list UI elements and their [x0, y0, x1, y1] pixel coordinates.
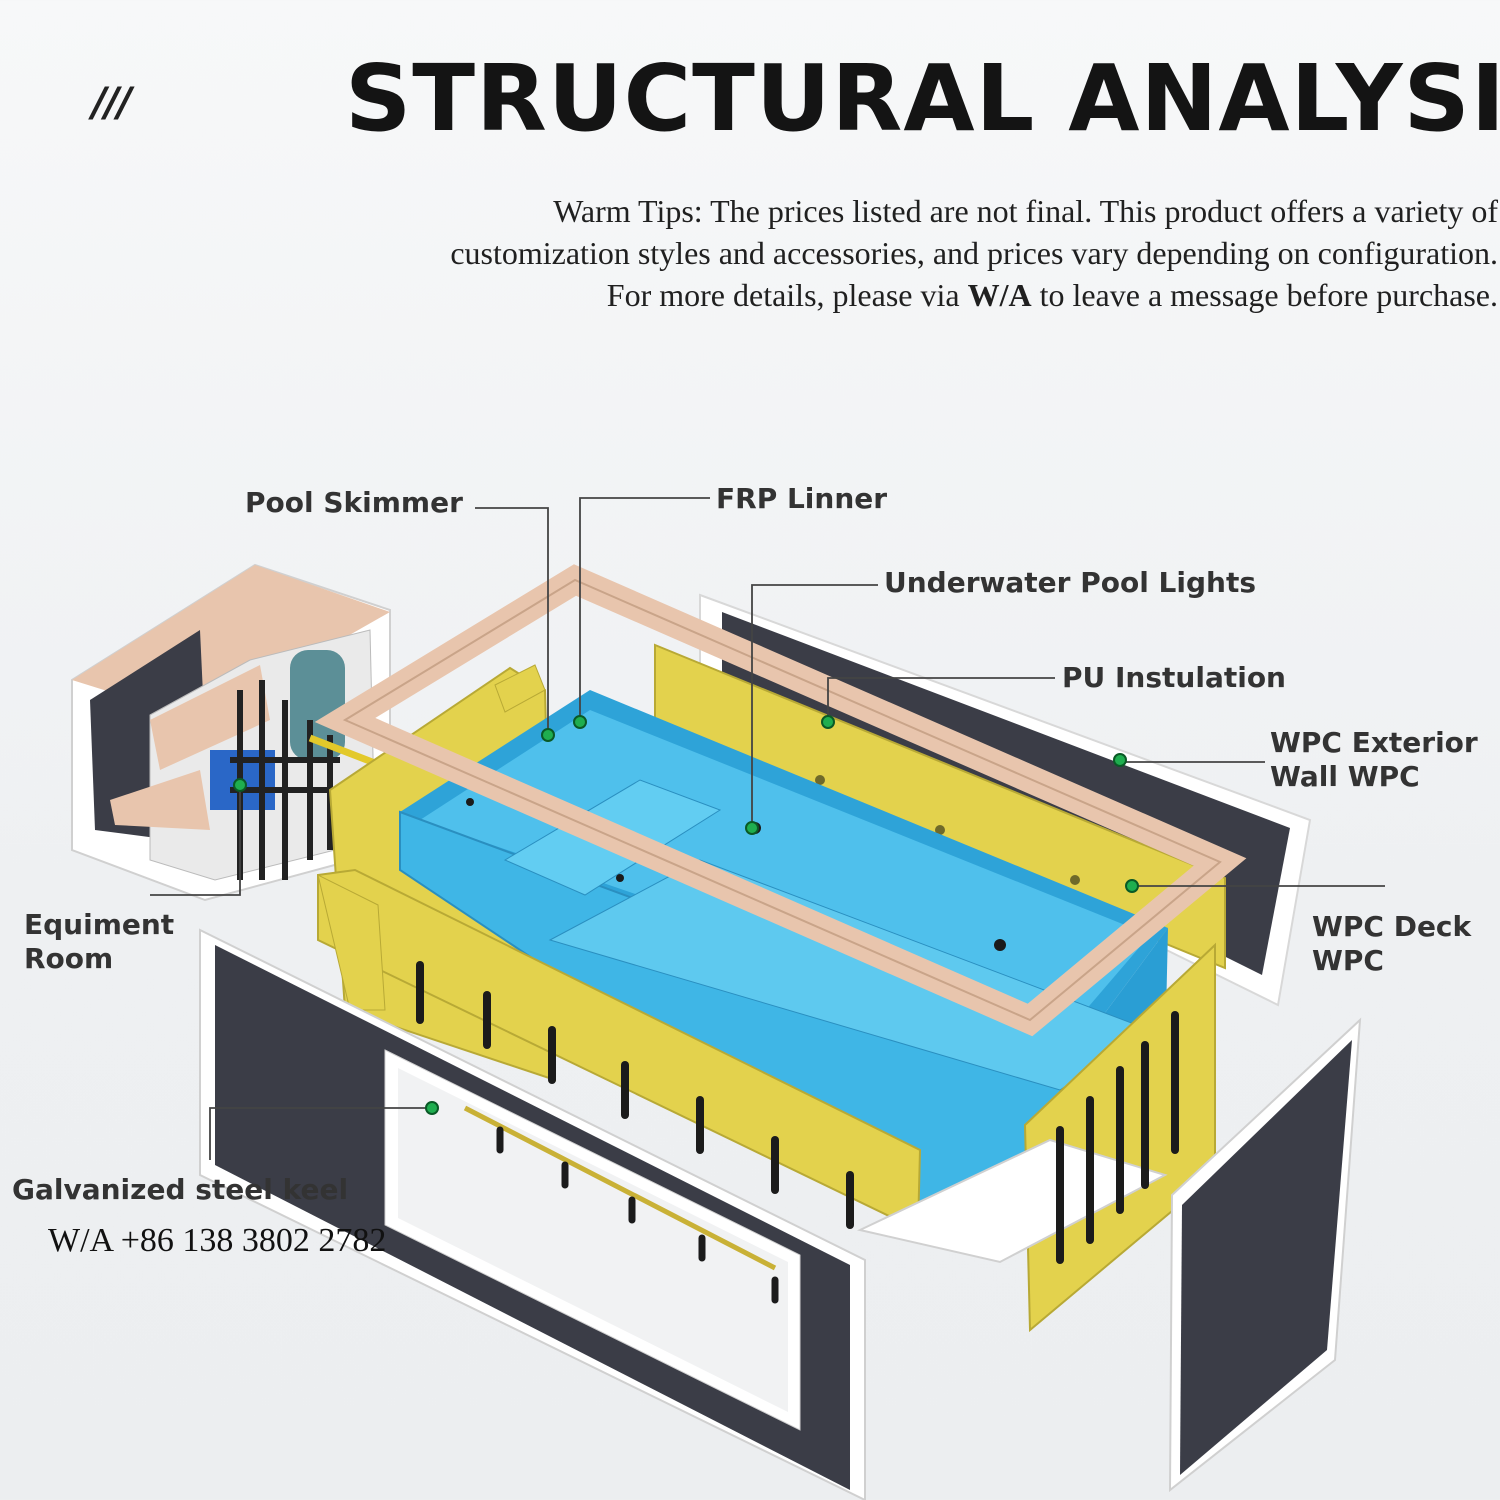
label-wpc-deck: WPC Deck WPC	[1312, 910, 1471, 978]
front-wpc-exterior-wall	[199, 928, 866, 1500]
label-wpc-exterior-line1: WPC Exterior	[1270, 726, 1478, 759]
label-steel-keel: Galvanized steel keel	[12, 1173, 349, 1206]
label-wpc-deck-line1: WPC Deck	[1312, 910, 1472, 943]
label-underwater-lights: Underwater Pool Lights	[884, 566, 1257, 599]
marker-dots	[233, 715, 1139, 1115]
tips-text-start: Warm Tips: The prices listed are not fin…	[450, 193, 1498, 313]
tips-text-end: to leave a message before purchase.	[1031, 277, 1498, 313]
label-wpc-exterior-wall: WPC Exterior Wall WPC	[1270, 726, 1478, 794]
label-wpc-exterior-line2: Wall WPC	[1270, 760, 1420, 793]
galvanized-steel-keel-posts	[416, 961, 1179, 1264]
frp-pool-shell	[399, 690, 1168, 1232]
right-end-wpc-panel	[1168, 1017, 1362, 1493]
back-pu-insulation-panel	[654, 643, 1226, 970]
page-title: STRUCTURAL ANALYSIS	[345, 45, 1500, 152]
label-equipment-line1: Equiment	[24, 908, 175, 941]
label-equipment-room: Equiment Room	[24, 908, 174, 976]
warm-tips-text: Warm Tips: The prices listed are not fin…	[408, 190, 1498, 316]
contact-number: W/A +86 138 3802 2782	[48, 1222, 387, 1259]
tips-bold-wa: W/A	[967, 277, 1032, 313]
decorative-slashes: ///	[92, 80, 132, 126]
label-frp-linner: FRP Linner	[716, 482, 888, 515]
label-pu-insulation: PU Instulation	[1062, 661, 1286, 694]
equipment-room	[71, 563, 391, 902]
leader-lines	[150, 497, 1385, 1160]
wpc-deck-frame	[314, 564, 1247, 1037]
label-wpc-deck-line2: WPC	[1312, 944, 1384, 977]
label-pool-skimmer: Pool Skimmer	[245, 486, 463, 519]
label-equipment-line2: Room	[24, 942, 114, 975]
